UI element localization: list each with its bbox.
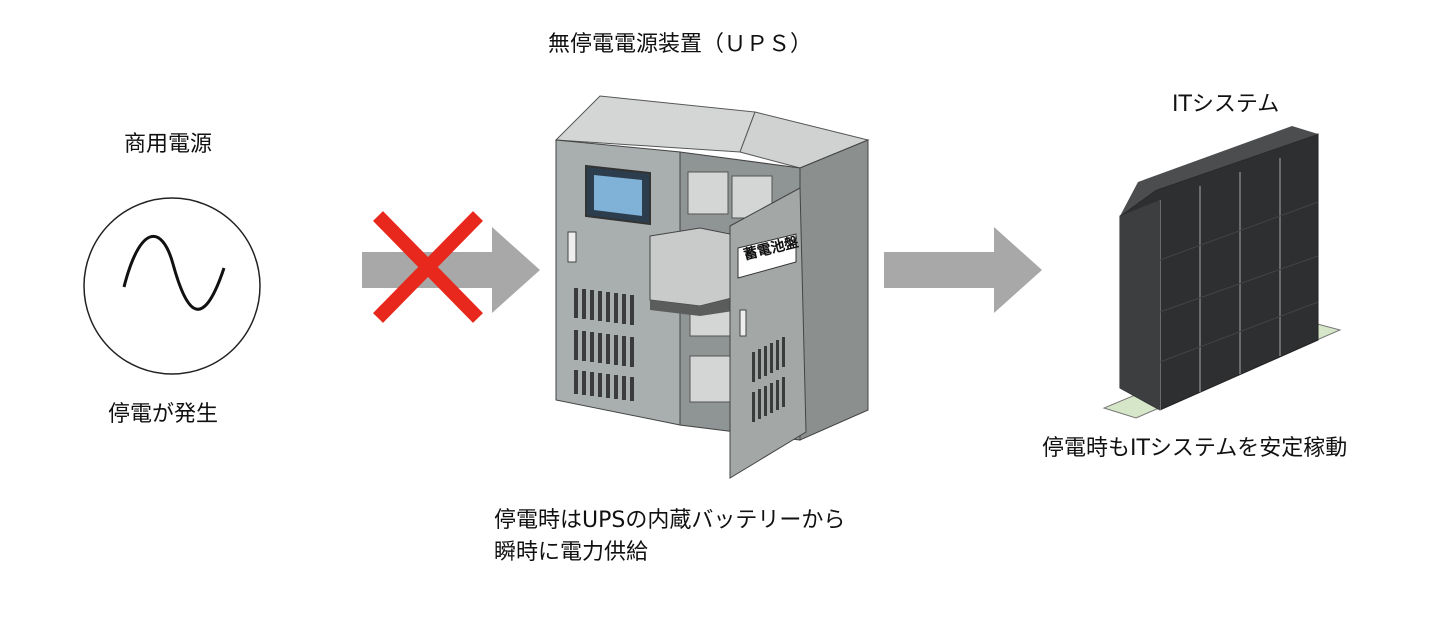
power-flow-arrow-2	[884, 227, 1042, 313]
sine-wave-icon	[122, 235, 226, 311]
ups-note-line1: 停電時はUPSの内蔵バッテリーから	[494, 508, 846, 533]
it-stable-label: 停電時もITシステムを安定稼動	[1042, 436, 1348, 461]
commercial-power-label: 商用電源	[124, 132, 213, 157]
commercial-power-source	[83, 197, 261, 375]
it-system-label: ITシステム	[1172, 92, 1280, 117]
power-outage-label: 停電が発生	[108, 402, 219, 427]
ups-title: 無停電電源装置（ＵＰＳ）	[548, 32, 813, 57]
red-x-icon	[373, 211, 483, 323]
it-system-racks	[1102, 126, 1342, 419]
ups-cabinet	[554, 95, 870, 479]
ups-note-line2: 瞬時に電力供給	[494, 540, 649, 565]
power-flow-arrow-1	[362, 227, 540, 313]
